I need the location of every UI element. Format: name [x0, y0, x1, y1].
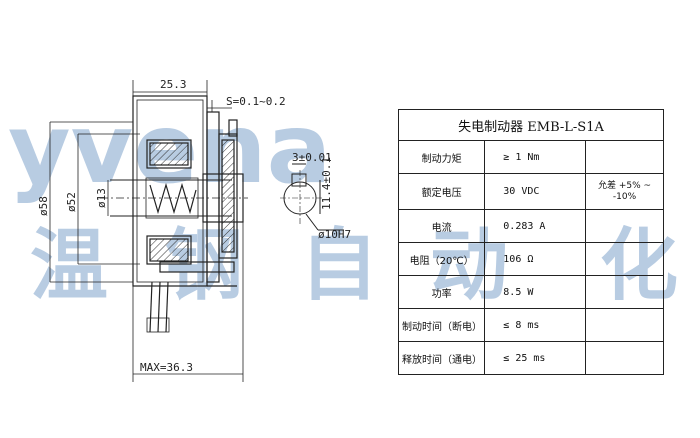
dim-bore: ø10H7	[318, 228, 351, 241]
spec-row: 制动时间（断电） ≤ 8 ms	[397, 308, 664, 342]
spec-label: 额定电压	[397, 173, 486, 210]
spec-remark	[585, 275, 664, 309]
dim-key-width: 3±0.01	[292, 151, 332, 164]
spec-title: 失电制动器 EMB-L-S1A	[398, 109, 664, 141]
spec-row: 电流 0.283 A	[397, 209, 664, 243]
dim-dia-58: ø58	[37, 196, 50, 216]
spec-remark	[585, 140, 664, 174]
spec-label: 电流	[397, 209, 486, 243]
spec-value: 8.5 W	[484, 275, 587, 309]
dim-dia-52: ø52	[65, 192, 78, 212]
spec-label: 释放时间（通电）	[397, 341, 486, 375]
spec-row: 功率 8.5 W	[397, 275, 664, 309]
spec-remark	[585, 242, 664, 276]
dim-dia-13: ø13	[95, 188, 108, 208]
spec-remark	[585, 209, 664, 243]
spec-label: 制动力矩	[397, 140, 486, 174]
spec-value: 30 VDC	[484, 173, 587, 210]
spec-label: 制动时间（断电）	[397, 308, 486, 342]
brake-section	[100, 95, 248, 333]
spec-row: 额定电压 30 VDC 允差 +5% ~ -10%	[397, 173, 664, 210]
spec-value: ≥ 1 Nm	[484, 140, 587, 174]
spec-value: 0.283 A	[484, 209, 587, 243]
spec-remark	[585, 308, 664, 342]
spec-remark: 允差 +5% ~ -10%	[585, 173, 664, 210]
spec-value: 106 Ω	[484, 242, 587, 276]
spec-table: 失电制动器 EMB-L-S1A 制动力矩 ≥ 1 Nm 额定电压 30 VDC …	[397, 109, 664, 375]
keyway-detail	[280, 163, 344, 231]
dimension-lines	[49, 80, 244, 382]
dim-gap: S=0.1~0.2	[226, 95, 286, 108]
spec-label: 功率	[397, 275, 486, 309]
spec-row: 释放时间（通电） ≤ 25 ms	[397, 341, 664, 375]
spec-row: 制动力矩 ≥ 1 Nm	[397, 140, 664, 174]
spec-remark	[585, 341, 664, 375]
spec-value: ≤ 8 ms	[484, 308, 587, 342]
watermark-char-3: 自	[300, 221, 378, 311]
dim-width-top: 25.3	[160, 78, 187, 91]
dim-max-length: MAX=36.3	[140, 361, 193, 374]
dim-key-depth: 11.4±0.1	[320, 157, 333, 210]
spec-row: 电阻（20℃） 106 Ω	[397, 242, 664, 276]
watermark-char-1: 温	[30, 221, 108, 311]
spec-value: ≤ 25 ms	[484, 341, 587, 375]
spec-label: 电阻（20℃）	[397, 242, 486, 276]
